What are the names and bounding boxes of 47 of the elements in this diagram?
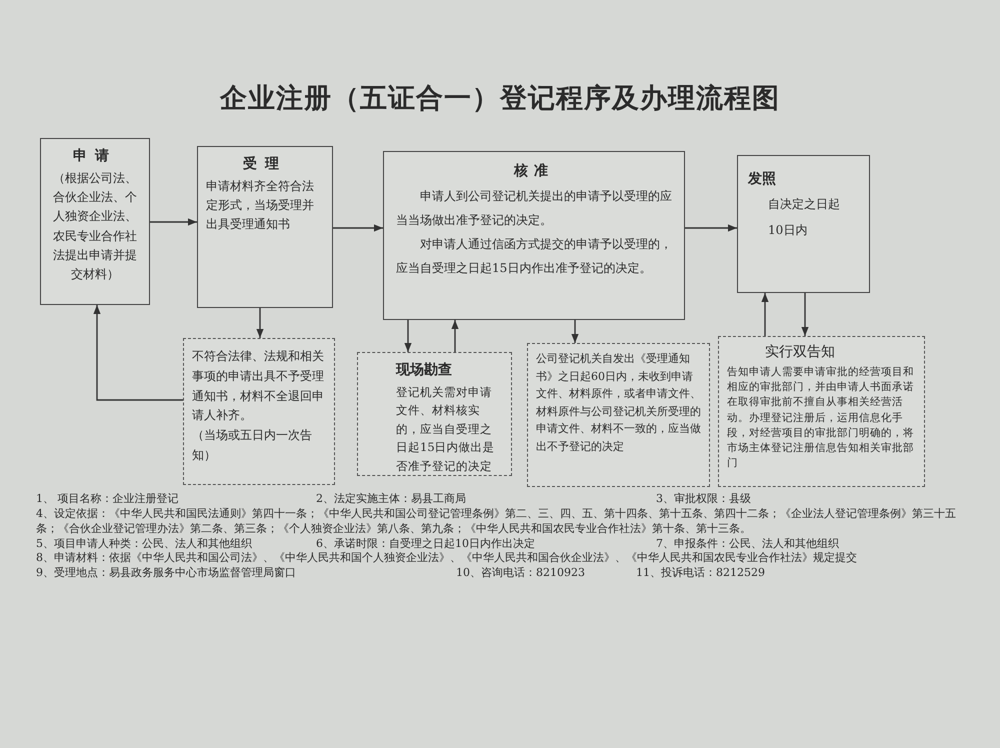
footnote-text: 9、受理地点：易县政务服务中心市场监督管理局窗口 bbox=[36, 566, 297, 582]
footnote-text: 2、法定实施主体：易县工商局 bbox=[316, 492, 467, 507]
arrow bbox=[256, 308, 264, 338]
box-text: 10日内 bbox=[767, 222, 808, 239]
process-box bbox=[383, 151, 685, 320]
footnote-text: 4、设定依据：《中华人民共和国民法通则》第四十一条；《中华人民共和国公司登记管理条例》第二、三、四、五、第十四条、第十五条、第四十二条；《企业法人登记管理条例》第三十五条；《合伙企业登记管理办法》第二条、第三条；《个人独资企业法》第八条、第九条；《中华人民共和国农民专业合作社法》第十条、第十三条。 bbox=[36, 506, 957, 537]
box-heading: 现场勘查 bbox=[394, 361, 453, 379]
box-text: 对申请人通过信函方式提交的申请予以受理的，应当自受理之日起15日内作出准予登记的决定。 bbox=[396, 236, 672, 277]
footnote-text: 6、承诺时限：自受理之日起10日内作出决定 bbox=[316, 536, 536, 552]
box-text: 公司登记机关自发出《受理通知书》之日起60日内，未收到申请文件、材料原件，或者申请文件、材料原件与公司登记机关所受理的申请文件、材料不一致的，应当做出不予登记的决定 bbox=[536, 351, 701, 455]
box-heading: 核准 bbox=[512, 162, 555, 180]
box-heading: 受理 bbox=[242, 155, 288, 173]
note-box bbox=[183, 338, 335, 485]
note-box bbox=[718, 336, 925, 487]
footnote-text: 11、投诉电话：8212529 bbox=[636, 566, 766, 582]
footnote-text: 7、申报条件：公民、法人和其他组织 bbox=[656, 536, 840, 552]
arrow bbox=[333, 224, 383, 232]
note-box bbox=[357, 352, 512, 476]
footnote-text: 1、 项目名称：企业注册登记 bbox=[36, 492, 180, 507]
arrow bbox=[801, 293, 809, 336]
arrow bbox=[685, 224, 737, 232]
arrow bbox=[150, 218, 197, 226]
box-text: 告知申请人需要申请审批的经营项目和相应的审批部门，并由申请人书面承诺在取得审批前不擅自从事相关经营活动。办理登记注册后，运用信息化手段，对经营项目的审批部门明确的，将市场主体登记注册信息告知相关审批部门 bbox=[727, 365, 915, 472]
footnote-text: 10、咨询电话：8210923 bbox=[456, 566, 586, 582]
footnote-text: 3、审批权限：县级 bbox=[656, 492, 752, 507]
box-heading: 发照 bbox=[748, 170, 777, 188]
footnote-text: 8、申请材料：依据《中华人民共和国公司法》、《中华人民共和国个人独资企业法》、《中华人民共和国合伙企业法》、《中华人民共和国农民专业合作社法》规定提交 bbox=[36, 551, 858, 566]
diagram-title: 企业注册（五证合一）登记程序及办理流程图 bbox=[218, 82, 781, 116]
box-heading: 申请 bbox=[72, 147, 118, 165]
box-text: 申请人到公司登记机关提出的申请予以受理的应当当场做出准予登记的决定。 bbox=[396, 188, 672, 229]
box-text: （根据公司法、合伙企业法、个人独资企业法、农民专业合作社法提出申请并提交材料） bbox=[52, 170, 138, 283]
box-text: 登记机关需对申请文件、材料核实的，应当自受理之日起15日内做出是否准予登记的决定 bbox=[395, 384, 496, 475]
note-box bbox=[527, 343, 710, 487]
arrow bbox=[571, 320, 579, 343]
arrow bbox=[93, 305, 183, 401]
box-text: （当场或五日内一次告知） bbox=[192, 427, 313, 464]
process-box bbox=[197, 146, 333, 308]
process-box bbox=[737, 155, 870, 293]
box-heading: 实行双告知 bbox=[764, 343, 836, 361]
arrow bbox=[404, 320, 412, 352]
process-box bbox=[40, 138, 150, 305]
box-text: 不符合法律、法规和相关事项的申请出具不予受理通知书，材料不全退回申请人补齐。 bbox=[192, 348, 325, 424]
box-text: 自决定之日起 bbox=[767, 196, 841, 213]
arrow bbox=[761, 293, 769, 336]
footnote-text: 5、项目申请人种类：公民、法人和其他组织 bbox=[36, 536, 253, 552]
box-text: 申请材料齐全符合法定形式，当场受理并出具受理通知书 bbox=[206, 178, 315, 234]
arrow bbox=[451, 320, 459, 352]
